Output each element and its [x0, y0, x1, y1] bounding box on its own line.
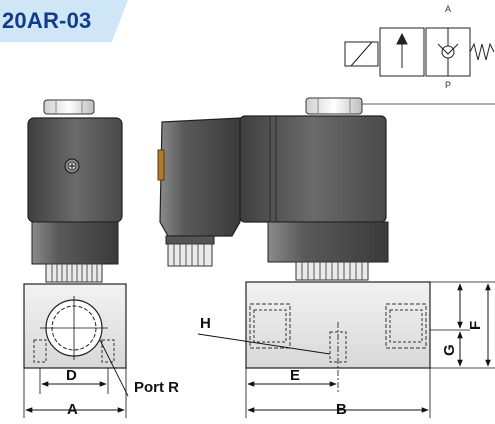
port-a-label: A	[445, 4, 451, 14]
title-tab	[0, 0, 132, 42]
valve-body-front	[245, 281, 431, 369]
dim-f-label: F	[467, 321, 484, 330]
model-title: 20AR-03	[2, 8, 92, 33]
top-nut	[43, 99, 95, 115]
dim-e-label: E	[290, 367, 300, 384]
gland-icon	[157, 149, 165, 181]
port-p-label: P	[445, 80, 451, 90]
dim-g-label: G	[441, 344, 458, 356]
din-connector	[159, 117, 241, 237]
thread-nut	[45, 263, 103, 283]
left-view	[23, 99, 129, 418]
h-leader	[197, 333, 331, 355]
dim-h-label: H	[200, 315, 211, 332]
valve-symbol	[344, 27, 495, 77]
port-r-label: Port R	[134, 379, 179, 396]
front-coil	[239, 115, 387, 223]
front-top-nut	[305, 97, 363, 115]
coil-base	[31, 221, 119, 265]
front-view	[157, 97, 495, 418]
front-coil-base	[267, 221, 389, 263]
port-r-leader	[99, 339, 129, 397]
dim-d-label: D	[66, 367, 77, 384]
dim-a-label: A	[67, 401, 78, 418]
connector-nut	[167, 243, 213, 267]
dim-b-label: B	[336, 401, 347, 418]
